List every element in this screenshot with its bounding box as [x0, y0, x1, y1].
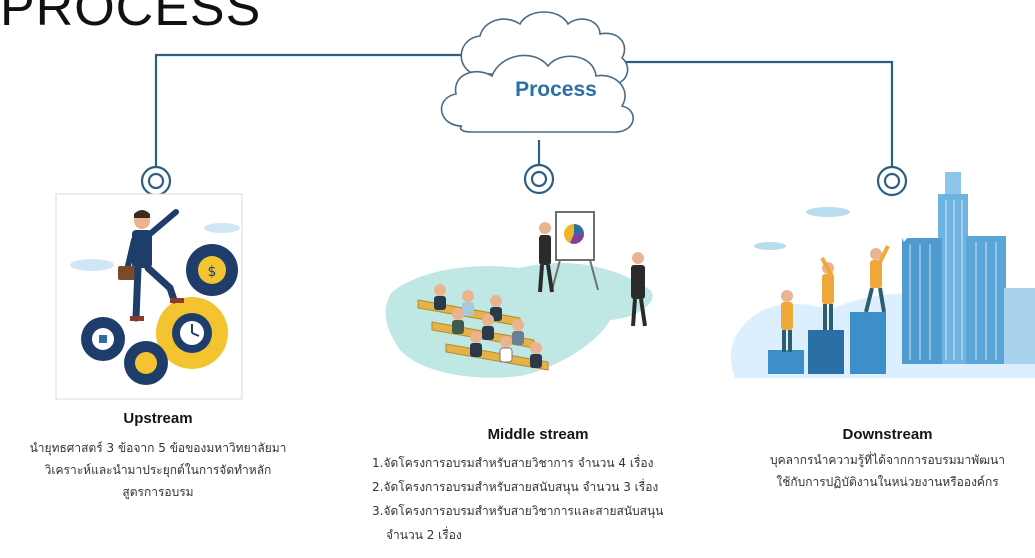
stage-title: Upstream: [123, 410, 193, 427]
description-line: สูตรการอบรม: [122, 485, 194, 499]
cloud-icon: [440, 11, 634, 133]
ring-icon: [140, 165, 172, 197]
stage-description: นำยุทธศาสตร์ 3 ข้อจาก 5 ข้อของมหาวิทยาลั…: [0, 437, 316, 503]
gear-icon: [81, 317, 125, 361]
description-line: ใช้กับการปฏิบัติงานในหน่วยงานหรือองค์กร: [776, 475, 999, 489]
description-line: วิเคราะห์และนำมาประยุกต์ในการจัดทำหลัก: [44, 463, 272, 477]
upstream-illustration: $: [55, 193, 243, 400]
connector-lines: [154, 53, 894, 167]
team-figures: [781, 245, 890, 352]
downstream-illustration: [730, 172, 1035, 378]
connector-upstream: [154, 53, 470, 167]
description-line: บุคลากรนำความรู้ที่ได้จากการอบรมมาพัฒนา: [770, 453, 1005, 467]
list-item: จำนวน 2 เรื่อง: [386, 528, 462, 542]
stage-rings: [140, 163, 908, 197]
stage-description: บุคลากรนำความรู้ที่ได้จากการอบรมมาพัฒนา …: [740, 449, 1035, 493]
stage-middle-stream: Middle stream 1.จัดโครงการอบรมสำหรับสายว…: [358, 426, 718, 547]
speaker-figure: [631, 252, 647, 327]
ring-icon: [876, 165, 908, 197]
list-item: 2.จัดโครงการอบรมสำหรับสายสนับสนุน จำนวน …: [372, 480, 659, 494]
connector-downstream: [618, 60, 894, 167]
stage-items: 1.จัดโครงการอบรมสำหรับสายวิชาการ จำนวน 4…: [358, 451, 718, 547]
podium-blocks: [768, 312, 886, 374]
stage-downstream: Downstream บุคลากรนำความรู้ที่ได้จากการอ…: [740, 426, 1035, 493]
list-item: 3.จัดโครงการอบรมสำหรับสายวิชาการและสายสน…: [372, 504, 664, 518]
audience-members: [434, 284, 542, 368]
stage-title: Downstream: [842, 426, 933, 443]
stage-upstream: Upstream นำยุทธศาสตร์ 3 ข้อจาก 5 ข้อของม…: [0, 410, 316, 503]
stage-title: Middle stream: [487, 426, 589, 443]
speaker-figure: [538, 222, 554, 293]
middle-stream-illustration: [385, 211, 653, 378]
page-title: PROCESS: [0, 0, 262, 37]
gear-icon: [124, 341, 168, 385]
businessman-figure: [118, 209, 184, 322]
city-buildings: [902, 172, 1035, 364]
process-cloud-label: Process: [515, 78, 597, 101]
svg-text:$: $: [208, 264, 217, 280]
ring-icon: [523, 163, 555, 195]
gear-icon: $: [186, 244, 238, 296]
description-line: นำยุทธศาสตร์ 3 ข้อจาก 5 ข้อของมหาวิทยาลั…: [29, 441, 287, 455]
growth-arrow: [779, 232, 909, 292]
list-item: 1.จัดโครงการอบรมสำหรับสายวิชาการ จำนวน 4…: [372, 456, 654, 470]
gear-icon: [156, 297, 228, 369]
